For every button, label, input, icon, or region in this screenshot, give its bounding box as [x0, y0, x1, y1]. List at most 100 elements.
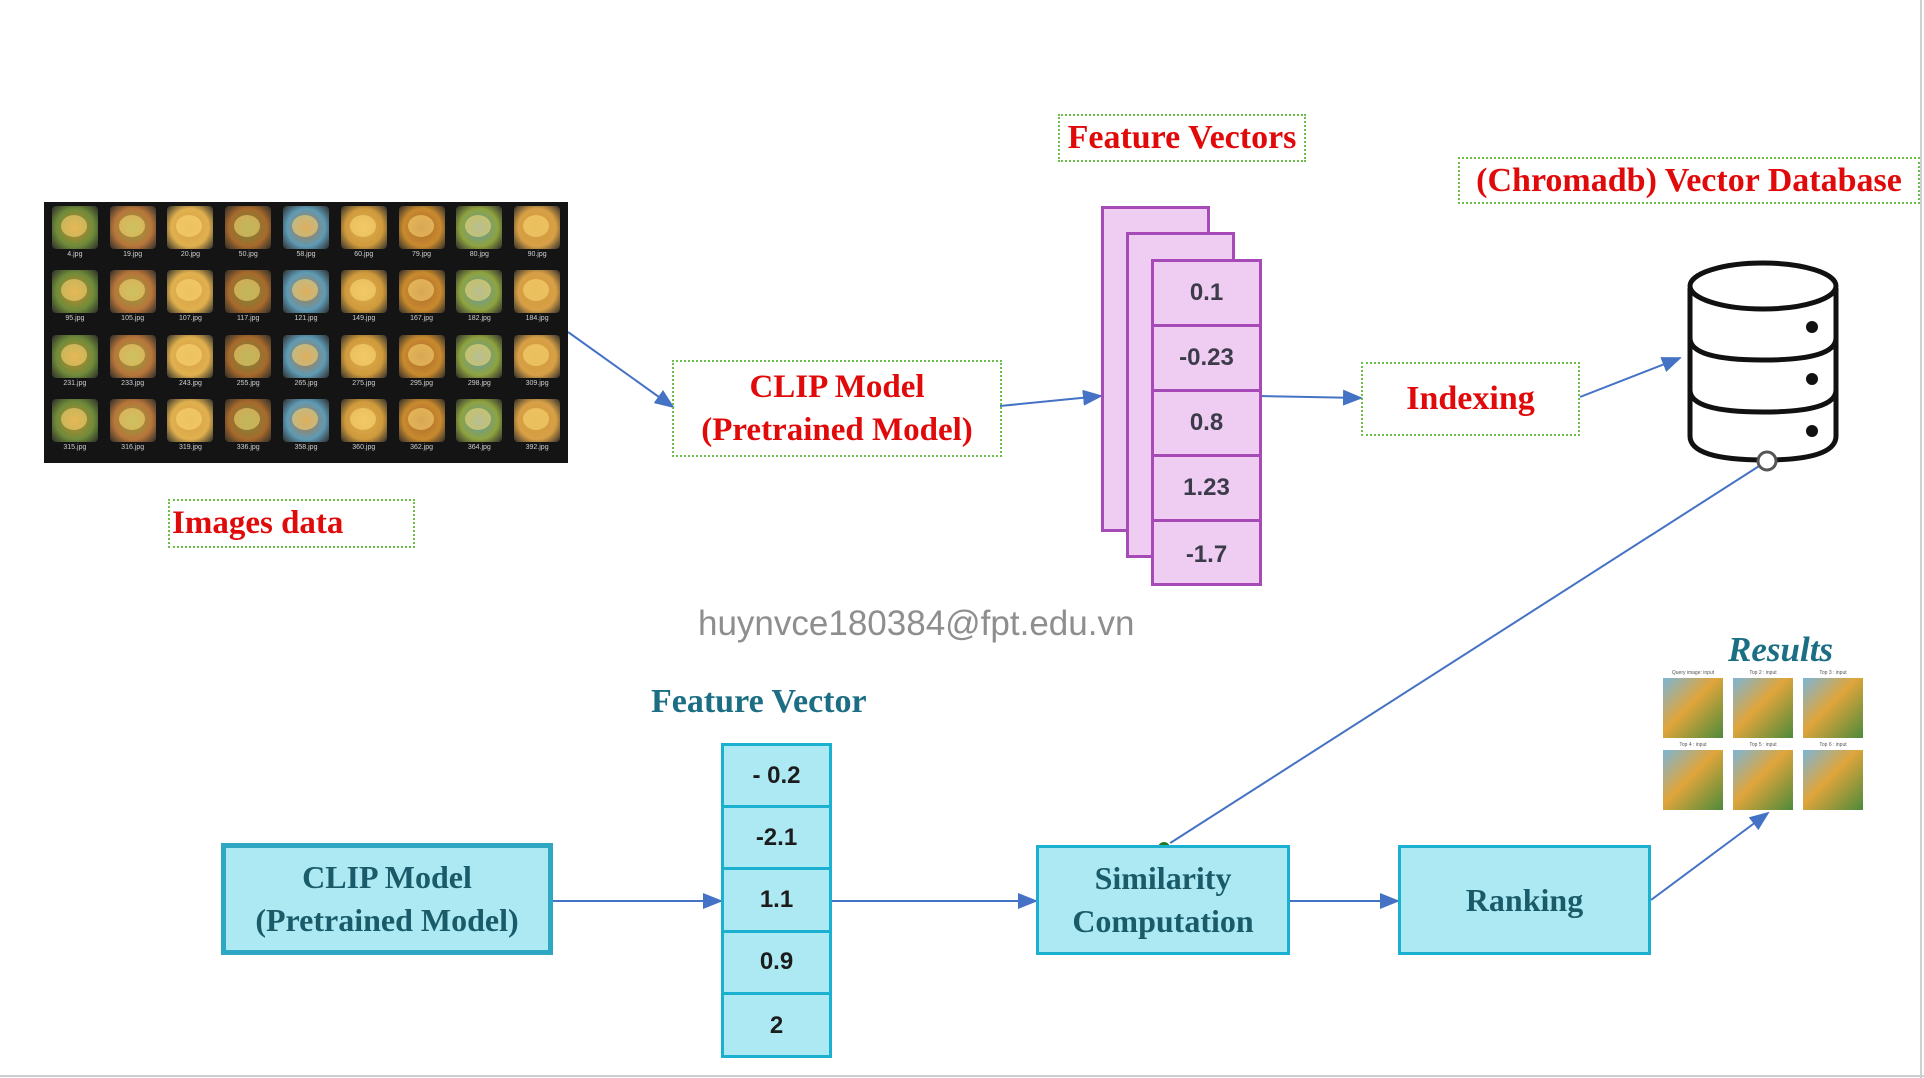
image-thumbnail: 117.jpg	[223, 270, 273, 332]
image-thumbnail: 255.jpg	[223, 334, 273, 397]
food-photo	[225, 398, 272, 442]
query-vector-value: 1.1	[724, 870, 829, 933]
result-photo	[1803, 678, 1863, 738]
image-caption: 358.jpg	[294, 443, 318, 451]
image-caption: 149.jpg	[352, 315, 376, 323]
result-thumbnail: Query image: input	[1663, 670, 1723, 738]
results-thumbnail-grid: Query image: input Top 2 : input Top 3 : i…	[1663, 670, 1863, 813]
image-caption: 4.jpg	[67, 251, 83, 258]
vector-value: -1.7	[1185, 540, 1228, 568]
image-caption: 79.jpg	[412, 251, 432, 258]
image-thumbnail: 60.jpg	[339, 206, 389, 268]
image-caption: 231.jpg	[63, 379, 87, 387]
image-thumbnail: 309.jpg	[512, 334, 562, 397]
indexing-box: Indexing	[1361, 362, 1580, 436]
image-caption: 255.jpg	[236, 379, 260, 387]
vector-value: -0.23	[1154, 327, 1259, 392]
arrow-ranking-to-results	[1650, 811, 1770, 901]
arrow-images-to-clip	[567, 331, 675, 409]
image-thumbnail: 107.jpg	[166, 270, 216, 332]
food-photo	[340, 334, 387, 378]
food-photo	[109, 398, 156, 442]
image-thumbnail: 58.jpg	[281, 206, 331, 268]
food-photo	[456, 206, 503, 249]
food-photo	[167, 270, 214, 314]
food-photo	[51, 334, 98, 378]
food-photo	[340, 398, 387, 442]
food-photo	[398, 206, 445, 249]
food-photo	[109, 334, 156, 378]
image-thumbnail: 319.jpg	[166, 398, 216, 461]
food-photo	[514, 270, 561, 314]
image-thumbnail: 79.jpg	[397, 206, 447, 268]
result-caption: Top 6 : input	[1819, 742, 1847, 748]
image-caption: 107.jpg	[178, 315, 202, 323]
image-thumbnail: 149.jpg	[339, 270, 389, 332]
image-caption: 60.jpg	[354, 251, 374, 258]
image-caption: 19.jpg	[123, 251, 143, 258]
similarity-computation-box: Similarity Computation	[1036, 845, 1290, 955]
image-thumbnail: 243.jpg	[166, 334, 216, 397]
image-thumbnail: 19.jpg	[108, 206, 158, 268]
database-icon	[1687, 260, 1839, 463]
slide-border-bottom	[0, 1075, 1924, 1077]
clip-model-bottom-line2: (Pretrained Model)	[255, 902, 519, 938]
food-photo	[398, 270, 445, 314]
database-dot-1	[1806, 321, 1818, 333]
image-caption: 243.jpg	[178, 379, 202, 387]
query-vector-value: -2.1	[724, 808, 829, 871]
image-thumbnail: 315.jpg	[50, 398, 100, 461]
food-photo	[456, 398, 503, 442]
clip-model-top-line2: (Pretrained Model)	[701, 411, 973, 448]
image-thumbnail: 275.jpg	[339, 334, 389, 397]
image-caption: 392.jpg	[525, 443, 549, 451]
image-caption: 364.jpg	[467, 443, 491, 451]
watermark-email: huynvce180384@fpt.edu.vn	[698, 604, 1135, 643]
image-caption: 295.jpg	[410, 379, 434, 387]
result-caption: Top 2 : input	[1749, 670, 1777, 676]
image-thumbnail: 233.jpg	[108, 334, 158, 397]
image-caption: 316.jpg	[121, 443, 145, 451]
query-vector-value: - 0.2	[724, 746, 829, 809]
vector-stack-front: 0.1 -0.23 0.8 1.23 -1.7	[1151, 259, 1262, 586]
result-caption: Top 3 : input	[1819, 670, 1847, 676]
image-thumbnail: 364.jpg	[454, 398, 504, 461]
image-caption: 275.jpg	[352, 379, 376, 387]
food-photo	[51, 270, 98, 314]
food-photo	[456, 334, 503, 378]
food-photo	[514, 398, 561, 442]
image-caption: 184.jpg	[525, 315, 549, 323]
image-thumbnail: 362.jpg	[397, 398, 447, 461]
image-thumbnail: 336.jpg	[223, 398, 273, 461]
food-photo	[51, 398, 98, 442]
image-caption: 58.jpg	[296, 251, 316, 258]
food-photo	[225, 270, 272, 314]
image-caption: 167.jpg	[410, 315, 434, 323]
food-photo	[167, 206, 214, 249]
vector-value: 0.1	[1154, 262, 1259, 327]
images-data-label: Images data	[168, 499, 415, 548]
food-photo	[514, 334, 561, 378]
image-thumbnail: 316.jpg	[108, 398, 158, 461]
image-caption: 80.jpg	[469, 251, 489, 258]
food-photo	[282, 206, 329, 249]
image-thumbnail: 50.jpg	[223, 206, 273, 268]
query-feature-vector: - 0.2 -2.1 1.1 0.9 2	[721, 743, 832, 1058]
result-thumbnail: Top 6 : input	[1803, 742, 1863, 810]
food-photo	[340, 206, 387, 249]
result-caption: Top 5 : input	[1749, 742, 1777, 748]
vector-database-label: (Chromadb) Vector Database	[1458, 157, 1920, 204]
food-photo	[282, 398, 329, 442]
clip-model-top: CLIP Model (Pretrained Model)	[672, 360, 1002, 457]
result-thumbnail: Top 2 : input	[1733, 670, 1793, 738]
image-thumbnail: 182.jpg	[454, 270, 504, 332]
arrow-clip-to-vectors	[999, 389, 1103, 407]
food-photo	[282, 270, 329, 314]
image-thumbnail: 184.jpg	[512, 270, 562, 332]
vector-value: 0.8	[1154, 392, 1259, 457]
image-caption: 309.jpg	[525, 379, 549, 387]
similarity-line2: Computation	[1072, 903, 1254, 939]
database-dot-3	[1806, 425, 1818, 437]
